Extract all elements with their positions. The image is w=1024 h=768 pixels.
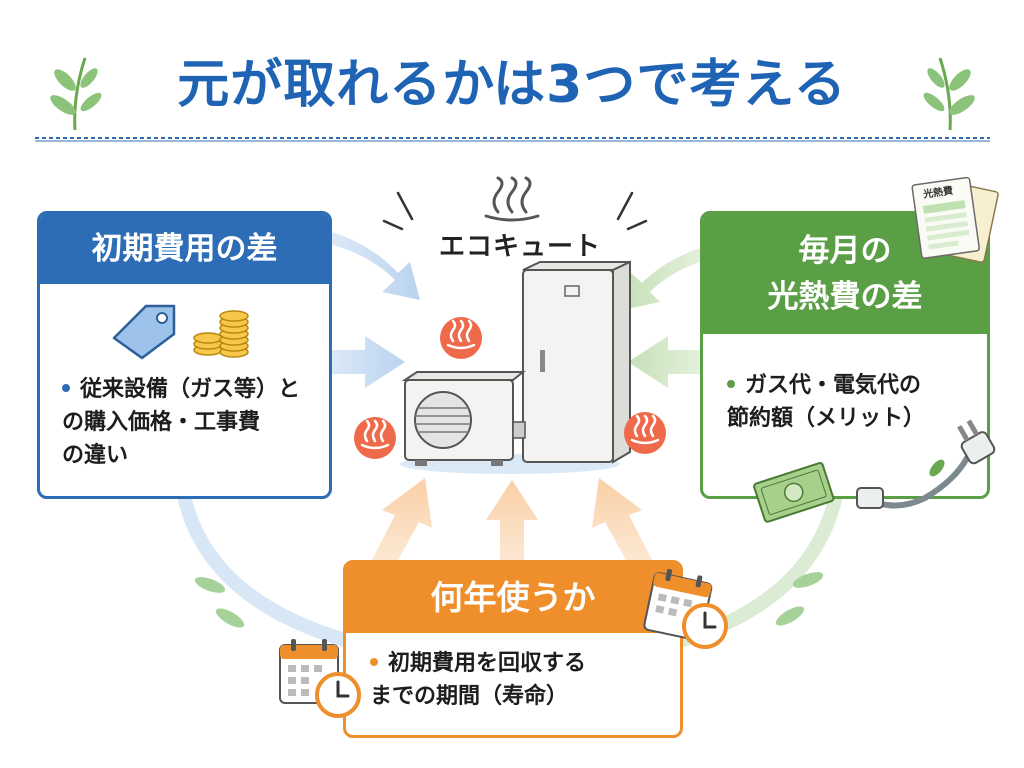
water-heater-illustration xyxy=(400,260,631,474)
years-of-use-bullet: 初期費用を回収する までの期間（寿命） xyxy=(370,647,586,713)
heat-pump-unit-icon xyxy=(401,371,526,466)
money-icon xyxy=(753,461,835,523)
initial-cost-panel: 初期費用の差 従来設備（ガス等）と の購入価格・工事費 の違い xyxy=(37,211,332,499)
monthly-utility-panel: 毎月の 光熱費の差 ガス代・電気代の 節約額（メリット） xyxy=(700,211,990,499)
orange-arrow-middle xyxy=(486,480,538,560)
bill-card-label: 光熱費 xyxy=(921,184,954,201)
monthly-utility-heading-line-2: 光熱費の差 xyxy=(767,279,923,315)
blue-arc xyxy=(178,493,352,647)
blue-arrow-upper xyxy=(332,232,420,300)
green-arrow-upper xyxy=(622,248,700,310)
years-of-use-text-line-2: までの期間（寿命） xyxy=(370,684,569,709)
hot-icon xyxy=(624,412,666,454)
green-arrow-lower xyxy=(628,336,700,388)
initial-cost-bullet: 従来設備（ガス等）と の購入価格・工事費 の違い xyxy=(62,373,300,472)
monthly-utility-heading: 毎月の 光熱費の差 xyxy=(703,214,987,334)
monthly-utility-text-line-1: ガス代・電気代の xyxy=(745,373,922,398)
leaf-left-icon xyxy=(50,57,102,131)
years-of-use-panel: 何年使うか 初期費用を回収する までの期間（寿命） xyxy=(343,560,683,738)
years-of-use-text-line-1: 初期費用を回収する xyxy=(388,651,587,676)
calendar-clock-icon xyxy=(279,639,361,718)
initial-cost-heading: 初期費用の差 xyxy=(40,214,329,284)
monthly-utility-bullet: ガス代・電気代の 節約額（メリット） xyxy=(727,369,925,435)
blue-arrow-lower xyxy=(332,336,405,388)
monthly-utility-heading-line-1: 毎月の xyxy=(798,233,892,269)
page-title: 元が取れるかは3つで考える xyxy=(177,55,847,115)
hot-icon xyxy=(440,317,482,359)
initial-cost-text-line-3: の違い xyxy=(62,443,129,468)
calendar-clock-icon xyxy=(643,568,728,649)
years-of-use-heading: 何年使うか xyxy=(346,563,680,633)
orange-arrow-right xyxy=(592,478,652,560)
monthly-utility-text-line-2: 節約額（メリット） xyxy=(727,406,926,431)
leaf-right-icon xyxy=(923,57,975,131)
orange-arrow-left xyxy=(372,478,432,560)
hot-icon xyxy=(354,417,396,459)
center-label: エコキュート xyxy=(438,232,601,262)
water-tank-icon xyxy=(522,260,631,464)
price-tag-icon xyxy=(112,304,176,360)
coins-icon xyxy=(193,310,249,358)
emphasis-lines xyxy=(382,191,648,231)
utility-bill-icon: 光熱費 xyxy=(911,176,999,263)
initial-cost-text-line-1: 従来設備（ガス等）と xyxy=(80,377,301,402)
plug-icon xyxy=(856,419,996,509)
steam-icon xyxy=(484,176,540,222)
initial-cost-text-line-2: の購入価格・工事費 xyxy=(62,410,261,435)
